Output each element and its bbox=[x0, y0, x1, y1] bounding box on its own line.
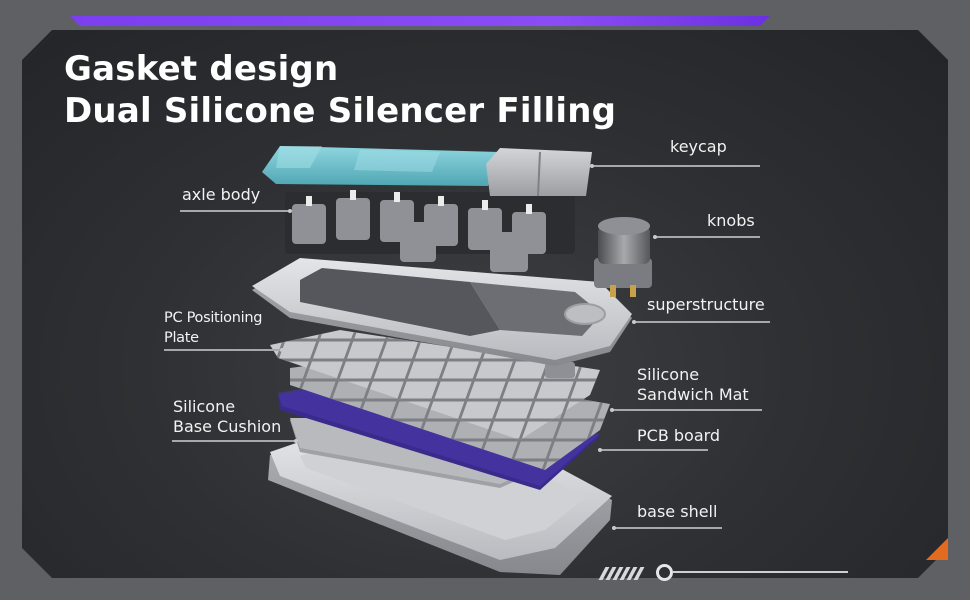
label-base-shell: base shell bbox=[637, 502, 718, 521]
label-sandwich-mat-line-1: Silicone bbox=[637, 365, 700, 384]
keycaps-part bbox=[262, 146, 592, 197]
label-pcb-board: PCB board bbox=[637, 426, 721, 445]
label-superstructure: superstructure bbox=[647, 295, 765, 314]
footer-circle-decoration bbox=[656, 564, 673, 581]
label-base-cushion-line-2: Base Cushion bbox=[173, 417, 282, 436]
leader-keycap bbox=[590, 164, 760, 168]
headline: Gasket design Dual Silicone Silencer Fil… bbox=[64, 48, 616, 132]
leader-axle-body bbox=[180, 209, 292, 213]
footer-stripes-decoration bbox=[598, 565, 645, 584]
label-keycap: keycap bbox=[670, 137, 727, 156]
switches-part bbox=[285, 190, 575, 272]
leader-pc-plate bbox=[164, 348, 284, 352]
footer-line-decoration bbox=[672, 571, 848, 573]
label-axle-body: axle body bbox=[182, 185, 261, 204]
knob-part bbox=[594, 217, 652, 297]
label-pc-plate-line-1: PC Positioning bbox=[164, 310, 263, 326]
label-sandwich-mat-line-2: Sandwich Mat bbox=[637, 385, 749, 404]
label-pc-plate-line-2: Plate bbox=[164, 330, 199, 346]
headline-line-2: Dual Silicone Silencer Filling bbox=[64, 91, 617, 131]
headline-line-1: Gasket design bbox=[64, 49, 339, 89]
leader-pcb-board bbox=[598, 448, 708, 452]
leader-base-shell bbox=[612, 526, 722, 530]
leader-base-cushion bbox=[172, 439, 298, 443]
leader-sandwich-mat bbox=[610, 408, 762, 412]
top-accent-bar bbox=[70, 16, 770, 26]
leader-superstructure bbox=[632, 320, 770, 324]
label-base-cushion-line-1: Silicone bbox=[173, 397, 236, 416]
leader-knobs bbox=[653, 235, 760, 239]
label-knobs: knobs bbox=[707, 211, 755, 230]
superstructure-part bbox=[252, 258, 632, 366]
